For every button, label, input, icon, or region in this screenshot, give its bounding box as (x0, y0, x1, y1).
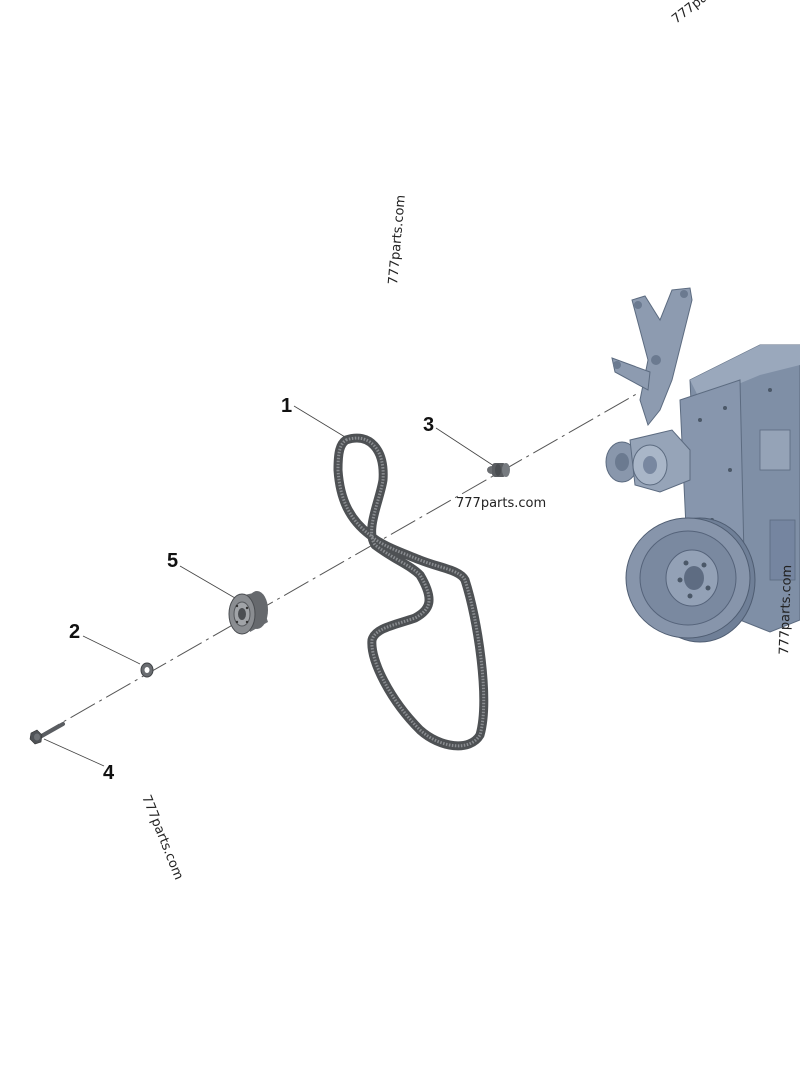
leader-line-4 (43, 738, 105, 767)
leader-line-1 (293, 405, 351, 441)
callout-4: 4 (103, 762, 115, 784)
leader-line-2 (82, 635, 141, 665)
bolt-part (29, 722, 65, 745)
callout-3: 3 (423, 414, 434, 436)
washer-part (140, 662, 154, 678)
leader-line-5 (179, 565, 236, 599)
watermark-top-right: 777parts.com (669, 0, 749, 27)
engine-assembly (605, 287, 800, 643)
assembly-axis-line (34, 391, 641, 739)
callout-1: 1 (281, 395, 292, 417)
serpentine-belt (333, 433, 489, 751)
idler-pulley (228, 591, 268, 635)
watermark-right-side: 777parts.com (777, 565, 795, 656)
watermark-upper-center: 777parts.com (386, 194, 409, 285)
spacer-part (487, 463, 510, 477)
watermark-lower-left: 777parts.com (138, 793, 186, 882)
leader-line-3 (435, 427, 495, 467)
watermark-mid-center: 777parts.com (456, 496, 546, 511)
callout-5: 5 (167, 550, 178, 572)
callout-2: 2 (69, 621, 80, 643)
